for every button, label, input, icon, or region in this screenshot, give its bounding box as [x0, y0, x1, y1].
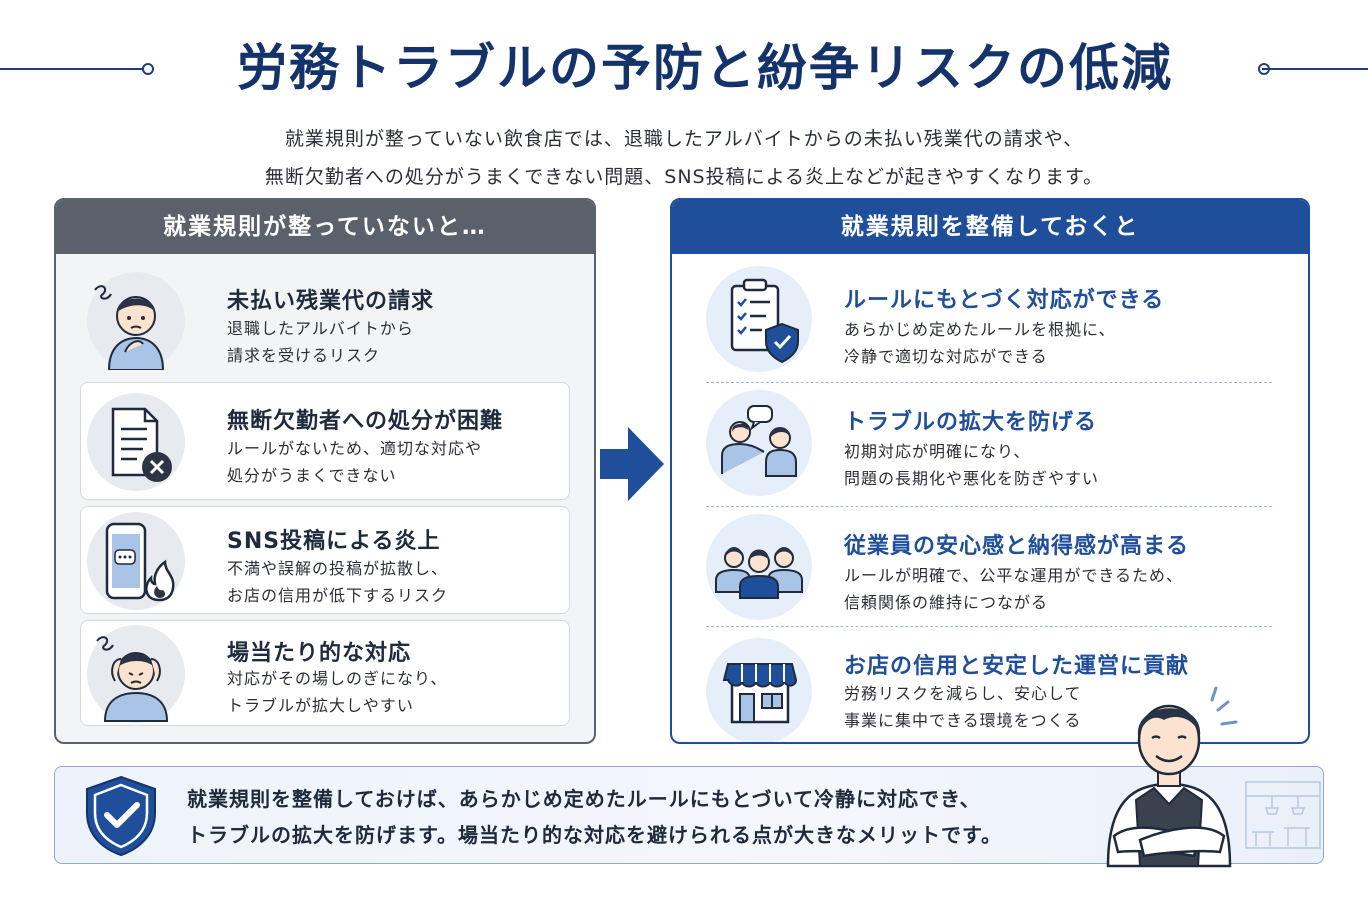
benefit-desc: 労務リスクを減らし、安心して 事業に集中できる環境をつくる	[844, 680, 1082, 734]
problem-desc: 退職したアルバイトから 請求を受けるリスク	[227, 315, 414, 369]
problem-item-unpaid-overtime: 未払い残業代の請求 退職したアルバイトから 請求を受けるリスク	[80, 264, 570, 376]
problems-panel: 就業規則が整っていないと… 未払い残業代の請求 退職したアルバイトから 請求を受…	[54, 198, 596, 744]
benefit-desc-line: あらかじめ定めたルールを根拠に、	[844, 320, 1116, 339]
benefit-item-employee-trust: 従業員の安心感と納得感が高まる ルールが明確で、公平な運用ができるため、 信頼関…	[706, 514, 1272, 626]
conversation-icon	[706, 390, 812, 496]
benefit-title: ルールにもとづく対応ができる	[844, 288, 1165, 313]
summary-text: 就業規則を整備しておけば、あらかじめ定めたルールにもとづいて冷静に対応でき、 ト…	[187, 781, 1002, 853]
problem-title: 場当たり的な対応	[227, 641, 412, 666]
problem-title: 無断欠勤者への処分が困難	[227, 409, 504, 434]
benefit-desc-line: 労務リスクを減らし、安心して	[844, 684, 1082, 703]
title-dot-left	[142, 63, 154, 75]
document-x-icon	[87, 393, 185, 491]
benefit-title: トラブルの拡大を防げる	[844, 410, 1098, 435]
phone-fire-icon	[87, 512, 185, 610]
benefit-desc-line: 信頼関係の維持につながる	[844, 593, 1049, 612]
benefit-desc-line: 事業に集中できる環境をつくる	[844, 711, 1082, 730]
benefit-item-store-reputation: お店の信用と安定した運営に貢献 労務リスクを減らし、安心して 事業に集中できる環…	[706, 634, 1272, 742]
intro-line-2: 無断欠勤者への処分がうまくできない問題、SNS投稿による炎上などが起きやすくなり…	[264, 166, 1104, 188]
benefits-panel: 就業規則を整備しておくと ルールにもとづく対応ができる あらかじめ定めたルールを…	[670, 198, 1310, 744]
benefit-desc: 初期対応が明確になり、 問題の長期化や悪化を防ぎやすい	[844, 438, 1099, 492]
problem-desc-line: トラブルが拡大しやすい	[227, 696, 414, 715]
problem-desc: ルールがないため、適切な対応や 処分がうまくできない	[227, 435, 482, 489]
title-row: 労務トラブルの予防と紛争リスクの低減	[0, 36, 1368, 100]
right-arrow-icon	[600, 427, 664, 501]
title-rule-left	[0, 68, 148, 70]
problem-desc-line: 処分がうまくできない	[227, 466, 397, 485]
problem-desc-line: 請求を受けるリスク	[227, 346, 381, 365]
stressed-person-icon	[87, 625, 185, 723]
benefit-desc-line: ルールが明確で、公平な運用ができるため、	[844, 566, 1184, 585]
problem-desc-line: ルールがないため、適切な対応や	[227, 439, 483, 458]
shield-check-icon	[81, 773, 161, 859]
problem-desc: 不満や誤解の投稿が拡散し、 お店の信用が低下するリスク	[227, 555, 448, 609]
benefit-title: お店の信用と安定した運営に貢献	[844, 654, 1190, 679]
title-rule-right	[1262, 68, 1368, 70]
intro-line-1: 就業規則が整っていない飲食店では、退職したアルバイトからの未払い残業代の請求や、	[284, 128, 1084, 150]
benefit-item-prevent-escalation: トラブルの拡大を防げる 初期対応が明確になり、 問題の長期化や悪化を防ぎやすい	[706, 390, 1272, 502]
benefit-divider	[706, 626, 1272, 627]
benefit-desc: ルールが明確で、公平な運用ができるため、 信頼関係の維持につながる	[844, 562, 1183, 616]
problem-item-absence: 無断欠勤者への処分が困難 ルールがないため、適切な対応や 処分がうまくできない	[80, 382, 570, 500]
problem-desc-line: 対応がその場しのぎになり、	[227, 669, 448, 688]
problem-item-ad-hoc: 場当たり的な対応 対応がその場しのぎになり、 トラブルが拡大しやすい	[80, 620, 570, 726]
problem-desc-line: 不満や誤解の投稿が拡散し、	[227, 559, 449, 578]
benefit-divider	[706, 382, 1272, 383]
problem-desc-line: お店の信用が低下するリスク	[227, 586, 449, 605]
benefit-divider	[706, 506, 1272, 507]
staff-man-icon	[1094, 680, 1244, 870]
summary-line-1: 就業規則を整備しておけば、あらかじめ定めたルールにもとづいて冷静に対応でき、	[187, 787, 981, 811]
benefit-title: 従業員の安心感と納得感が高まる	[844, 534, 1190, 559]
intro-text: 就業規則が整っていない飲食店では、退職したアルバイトからの未払い残業代の請求や、…	[0, 120, 1368, 196]
benefits-panel-header: 就業規則を整備しておくと	[672, 200, 1308, 254]
problem-item-sns: SNS投稿による炎上 不満や誤解の投稿が拡散し、 お店の信用が低下するリスク	[80, 506, 570, 614]
checklist-shield-icon	[706, 266, 812, 372]
problem-title: SNS投稿による炎上	[227, 529, 441, 554]
summary-line-2: トラブルの拡大を防げます。場当たり的な対応を避けられる点が大きなメリットです。	[187, 823, 1002, 847]
benefit-desc-line: 初期対応が明確になり、	[844, 442, 1031, 461]
problem-desc-line: 退職したアルバイトから	[227, 319, 414, 338]
benefit-item-rule-based: ルールにもとづく対応ができる あらかじめ定めたルールを根拠に、 冷静で適切な対応…	[706, 266, 1272, 378]
problems-panel-header: 就業規則が整っていないと…	[56, 200, 594, 254]
cafe-interior-icon	[1244, 780, 1322, 850]
page-title: 労務トラブルの予防と紛争リスクの低減	[237, 39, 1173, 97]
problem-desc: 対応がその場しのぎになり、 トラブルが拡大しやすい	[227, 665, 447, 719]
benefit-desc-line: 冷静で適切な対応ができる	[844, 347, 1048, 366]
benefit-desc: あらかじめ定めたルールを根拠に、 冷静で適切な対応ができる	[844, 316, 1116, 370]
storefront-icon	[706, 638, 812, 742]
team-icon	[706, 514, 812, 620]
problem-title: 未払い残業代の請求	[227, 289, 435, 314]
benefit-desc-line: 問題の長期化や悪化を防ぎやすい	[844, 469, 1100, 488]
worried-man-icon	[87, 272, 185, 370]
